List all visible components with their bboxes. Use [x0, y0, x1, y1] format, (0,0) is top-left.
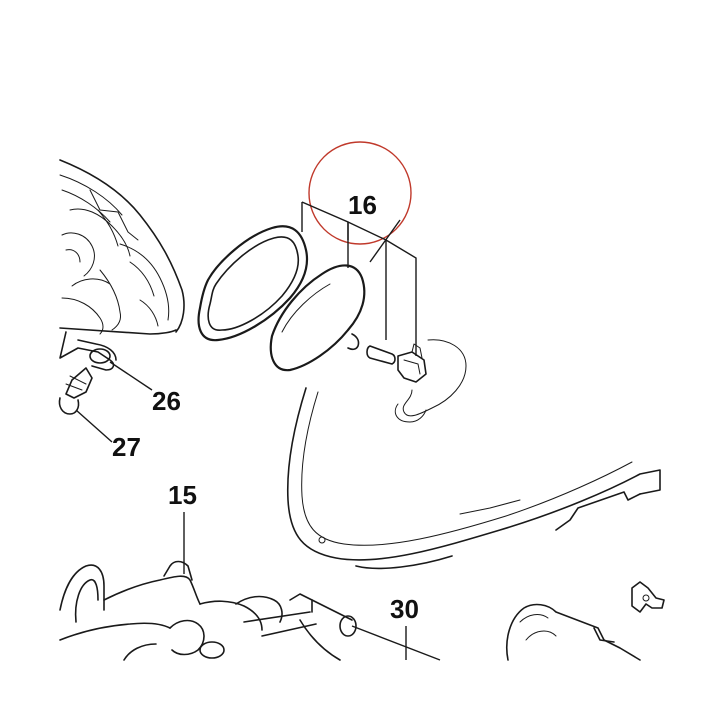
leader-26 [109, 361, 153, 391]
mounting-outline [394, 339, 467, 423]
lens-gasket [197, 225, 309, 342]
pin [366, 345, 396, 365]
wing-nut [631, 581, 665, 613]
leader-16 [301, 201, 417, 356]
part-15-engine [59, 560, 357, 661]
highlight-circle [308, 141, 412, 245]
part-27-bulb [58, 367, 93, 415]
body-panel [286, 387, 661, 570]
callout-16: 16 [348, 190, 377, 220]
bulb-socket [397, 343, 427, 383]
callout-15: 15 [168, 480, 197, 510]
lower-right-housing [506, 603, 641, 661]
callout-30: 30 [390, 594, 419, 624]
part-26-bracket [59, 331, 117, 371]
leader-30-horizontal [351, 625, 441, 661]
callout-26: 26 [152, 386, 181, 416]
leader-27 [75, 409, 113, 443]
lens-cover [269, 264, 366, 372]
callout-27: 27 [112, 432, 141, 462]
upper-left-housing [59, 159, 185, 335]
